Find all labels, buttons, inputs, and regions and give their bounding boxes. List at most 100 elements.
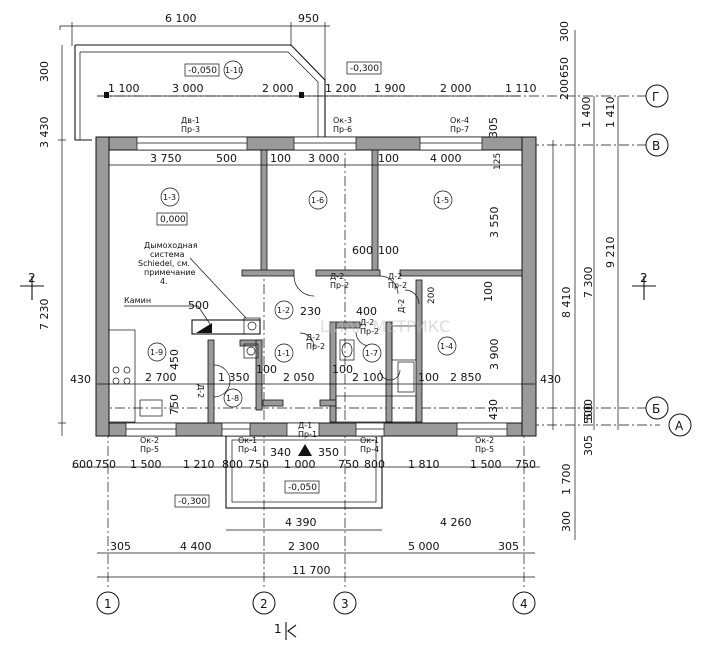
mark-dv1: Дв-1 [181, 116, 200, 125]
dim-tr-650: 650 [558, 57, 571, 78]
dim-tr-200: 200 [558, 79, 571, 100]
level-outside-top: -0,300 [350, 64, 379, 74]
idim-2100: 2 100 [352, 371, 384, 384]
mark-ok1-a-sub: Пр-4 [238, 445, 257, 454]
bdim-305b: 305 [498, 540, 519, 553]
idim-125: 125 [493, 153, 503, 170]
dim-tr-305: 305 [487, 117, 500, 138]
mark-d1: Д-1 [298, 421, 312, 430]
mark-ok2-b-sub: Пр-5 [475, 445, 494, 454]
dim-rb-500: 500 [582, 403, 595, 424]
chimney-note-3: Schiedel, см. [138, 259, 190, 268]
idim-3000: 3 000 [308, 152, 340, 165]
room-1-8: 1-8 [226, 394, 239, 403]
idim-100b: 100 [378, 152, 399, 165]
fireplace-note: Камин [124, 296, 151, 305]
mark-d2-a: Д-2 [330, 272, 344, 281]
bdim-750d: 750 [515, 458, 536, 471]
chimney-note-2: система [150, 250, 185, 259]
room-1-10: 1-10 [225, 66, 243, 75]
mark-d1-sub: Пр-1 [298, 430, 317, 439]
mark-ok1-a: Ок-1 [238, 436, 257, 445]
mark-ok1-b-sub: Пр-4 [360, 445, 379, 454]
idim-430a: 430 [70, 373, 91, 386]
idim-500: 500 [216, 152, 237, 165]
dim-1110: 1 110 [505, 82, 537, 95]
room-tags: 1-10 1-3 1-6 1-5 1-9 1-2 1-1 1-7 1-4 1-8 [147, 60, 457, 408]
idim-100g: 100 [418, 371, 439, 384]
bdim-1810: 1 810 [408, 458, 440, 471]
exterior-walls [95, 136, 537, 437]
axis-2: 2 [260, 597, 268, 611]
bdim-1500b: 1 500 [470, 458, 502, 471]
mark-d2-b: Д-2 [388, 272, 402, 281]
axis-V: В [652, 139, 660, 153]
bdim-1000: 1 000 [284, 458, 316, 471]
idim-100f: 100 [332, 363, 353, 376]
mark-ok2-a: Ок-2 [140, 436, 159, 445]
dim-right-3900: 3 900 [488, 339, 501, 371]
axis-G: Г [652, 90, 659, 104]
dim-left-7230: 7 230 [38, 299, 51, 331]
dim-right-9210: 9 210 [604, 237, 617, 269]
idim-430b: 430 [540, 373, 561, 386]
mark-d2-d-sub: Пр-2 [360, 327, 379, 336]
bdim-800b: 800 [364, 458, 385, 471]
mark-d2-f: Д-2 [196, 384, 205, 398]
mark-ok4-sub: Пр-7 [450, 125, 469, 134]
bdim-750b: 750 [248, 458, 269, 471]
dim-right-7300: 7 300 [582, 267, 595, 299]
bdim-340: 340 [270, 446, 291, 459]
left-dimension-chains: 300 3 430 7 230 2 [20, 45, 66, 436]
bdim-4260: 4 260 [440, 516, 472, 529]
mark-d2-d: Д-2 [360, 318, 374, 327]
overall-11700: 11 700 [292, 564, 331, 577]
room-1-5: 1-5 [436, 196, 449, 205]
mark-ok3-sub: Пр-6 [333, 125, 352, 134]
room-1-3: 1-3 [163, 193, 176, 202]
bathtub [335, 395, 417, 423]
idim-500b: 500 [188, 299, 209, 312]
section-mark-bottom: 1 [274, 622, 282, 636]
dim-left-3430: 3 430 [38, 117, 51, 149]
room-1-7: 1-7 [365, 349, 378, 358]
dim-1200: 1 200 [325, 82, 357, 95]
axis-A: А [675, 419, 684, 433]
axis-B: Б [652, 402, 660, 416]
idim-100a: 100 [270, 152, 291, 165]
dim-3000: 3 000 [172, 82, 204, 95]
idim-1350: 1 350 [218, 371, 250, 384]
kitchen-counter [108, 329, 136, 423]
idim-4000: 4 000 [430, 152, 462, 165]
bdim-750a: 750 [95, 458, 116, 471]
dim-2000: 2 000 [262, 82, 294, 95]
axis-3: 3 [341, 597, 349, 611]
level-marks: -0,050 -0,300 0,000 -0,300 -0,050 [156, 61, 382, 508]
bdim-5000: 5 000 [408, 540, 440, 553]
notes: Дымоходная система Schiedel, см. примеча… [124, 241, 247, 325]
fixtures [108, 317, 417, 423]
bdim-4390: 4 390 [285, 516, 317, 529]
mark-ok4: Ок-4 [450, 116, 469, 125]
terrace-outline [74, 44, 326, 141]
idim-100c: 100 [378, 244, 399, 257]
wall-openings [125, 136, 508, 437]
mark-d2-b-sub: Пр-2 [388, 281, 407, 290]
entrance-arrow [298, 444, 312, 456]
axis-lines [97, 95, 660, 590]
interior-dimensions: 3 750 500 100 3 000 100 4 000 125 600 10… [70, 152, 561, 420]
bdim-800a: 800 [222, 458, 243, 471]
room-1-2: 1-2 [277, 306, 290, 315]
top-dimension-chains: 6 100 950 1 100 3 000 2 000 1 200 1 900 … [59, 12, 537, 98]
bottom-dimension-chains: 600 750 1 500 1 210 800 750 340 350 1 00… [72, 446, 540, 640]
chimney-note-5: 4. [160, 277, 168, 286]
interior-walls [207, 149, 523, 424]
mark-d2-c-sub: Пр-2 [306, 342, 325, 351]
axis-1: 1 [104, 597, 112, 611]
room-1-9: 1-9 [150, 348, 163, 357]
dim-tr-1410: 1 410 [604, 97, 617, 129]
level-floor: 0,000 [160, 215, 186, 225]
room-1-4: 1-4 [440, 342, 453, 351]
dim-rb-1700: 1 700 [560, 464, 573, 496]
idim-450: 450 [168, 349, 181, 370]
